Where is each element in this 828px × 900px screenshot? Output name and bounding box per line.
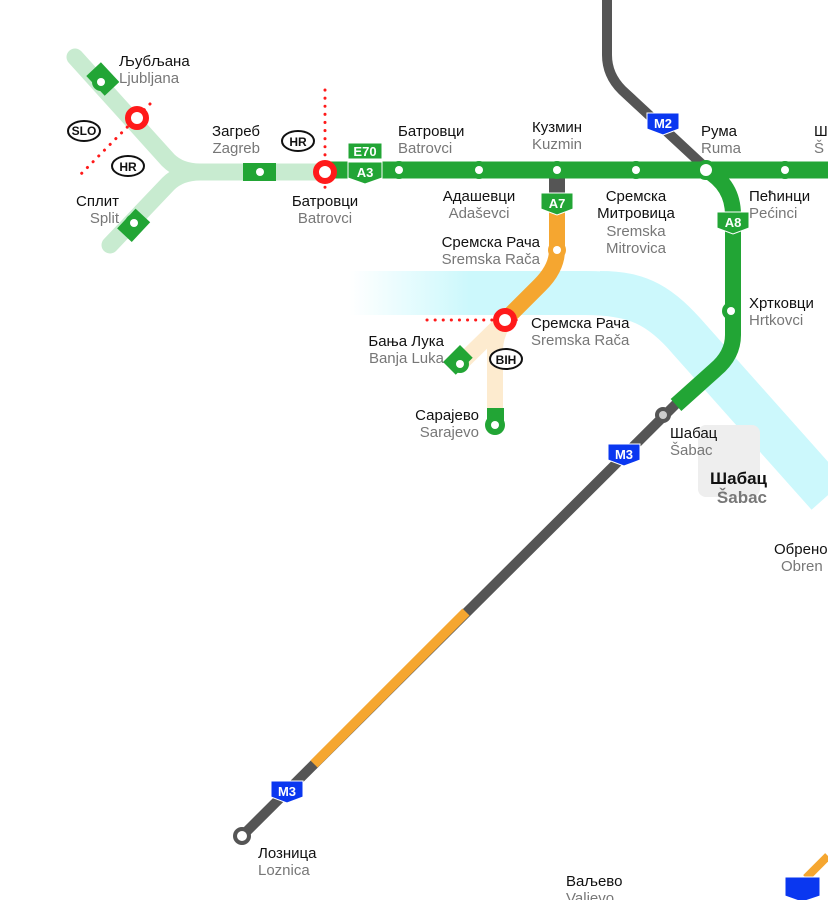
shield-a8: A8 xyxy=(725,215,742,230)
label-sarajevo: Sarajevo xyxy=(420,424,479,441)
label-sarajevo-cy: Сарајево xyxy=(415,407,479,424)
station-loznica xyxy=(233,827,251,845)
country-hr: HR xyxy=(289,135,307,149)
label-sabac-station-cy: Шабац xyxy=(670,425,718,442)
label-zagreb: Zagreb xyxy=(212,140,260,157)
station-ruma xyxy=(696,160,716,180)
label-sremska-mitrovica-cy: Сремска xyxy=(606,188,667,205)
country-hr: HR xyxy=(119,160,137,174)
label-partial-cy: Ш xyxy=(814,123,828,140)
border-crossing-slovenia xyxy=(125,106,149,130)
label-batrovci-border: Batrovci xyxy=(298,210,352,227)
label-kuzmin: Kuzmin xyxy=(532,136,582,153)
sabac-urban-area xyxy=(698,425,760,497)
road-shields: E70 A3 A7 A8 M2 M3 M3 xyxy=(270,112,828,900)
label-sremska-raca-border-cy: Сремска Рача xyxy=(531,315,630,332)
border-crossing-batrovci xyxy=(313,160,337,184)
label-partial: Š xyxy=(814,140,824,157)
label-sremska-raca-a7: Sremska Rača xyxy=(442,251,541,268)
label-adasevci-cy: Адашевци xyxy=(443,188,515,205)
m3-expressway-section xyxy=(310,608,470,768)
label-sremska-raca-border: Sremska Rača xyxy=(531,332,630,349)
label-obrenovac-cy: Обренов xyxy=(774,541,828,558)
label-hrtkovci-cy: Хртковци xyxy=(749,295,814,312)
label-sabac-city-cy: Шабац xyxy=(710,469,767,488)
label-loznica-cy: Лозница xyxy=(258,845,317,862)
country-badges: SLO HR HR BIH xyxy=(67,120,523,370)
label-banja-luka-cy: Бања Лука xyxy=(368,333,444,350)
label-pecinci: Pećinci xyxy=(749,205,797,222)
label-split-cy: Сплит xyxy=(76,193,119,210)
label-ljubljana: Ljubljana xyxy=(119,70,180,87)
label-batrovci-border-cy: Батровци xyxy=(292,193,358,210)
label-sremska-mitrovica: Sremska xyxy=(606,223,666,240)
label-valjevo: Valjevo xyxy=(566,890,614,900)
shield-m2: M2 xyxy=(654,116,672,131)
label-zagreb-cy: Загреб xyxy=(212,123,260,140)
shield-e70: E70 xyxy=(353,144,376,159)
border-crossings xyxy=(125,106,517,332)
label-ruma: Ruma xyxy=(701,140,742,157)
label-loznica: Loznica xyxy=(258,862,310,879)
label-sabac-station: Šabac xyxy=(670,442,713,459)
shield-m3: M3 xyxy=(278,784,296,799)
label-ljubljana-cy: Љубљана xyxy=(119,53,190,70)
river-right xyxy=(599,271,828,510)
stations xyxy=(92,73,794,845)
country-bih: BIH xyxy=(496,353,517,367)
label-hrtkovci: Hrtkovci xyxy=(749,312,803,329)
label-sremska-mitrovica-cy2: Митровица xyxy=(597,205,675,222)
border-crossing-sremska-raca xyxy=(493,308,517,332)
label-ruma-cy: Рума xyxy=(701,123,738,140)
label-batrovci-cy: Батровци xyxy=(398,123,464,140)
label-pecinci-cy: Пећинци xyxy=(749,188,810,205)
foreign-motorway xyxy=(66,48,329,254)
label-banja-luka: Banja Luka xyxy=(369,350,445,367)
shield-a7: A7 xyxy=(549,196,566,211)
shield-a3: A3 xyxy=(357,165,374,180)
city-labels: Љубљана Ljubljana Сплит Split Загреб Zag… xyxy=(76,53,828,900)
label-valjevo-cy: Ваљево xyxy=(566,873,622,890)
a8-road xyxy=(670,163,741,411)
shield-m3: M3 xyxy=(615,447,633,462)
label-sremska-mitrovica-2: Mitrovica xyxy=(606,240,667,257)
label-split: Split xyxy=(90,210,120,227)
label-sremska-raca-a7-cy: Сремска Рача xyxy=(442,234,541,251)
label-batrovci: Batrovci xyxy=(398,140,452,157)
country-slo: SLO xyxy=(72,124,97,138)
label-adasevci: Adaševci xyxy=(449,205,510,222)
label-kuzmin-cy: Кузмин xyxy=(532,119,582,136)
label-obrenovac: Obren xyxy=(781,558,823,575)
label-sabac-city: Šabac xyxy=(717,488,767,507)
m2-road xyxy=(602,0,710,172)
